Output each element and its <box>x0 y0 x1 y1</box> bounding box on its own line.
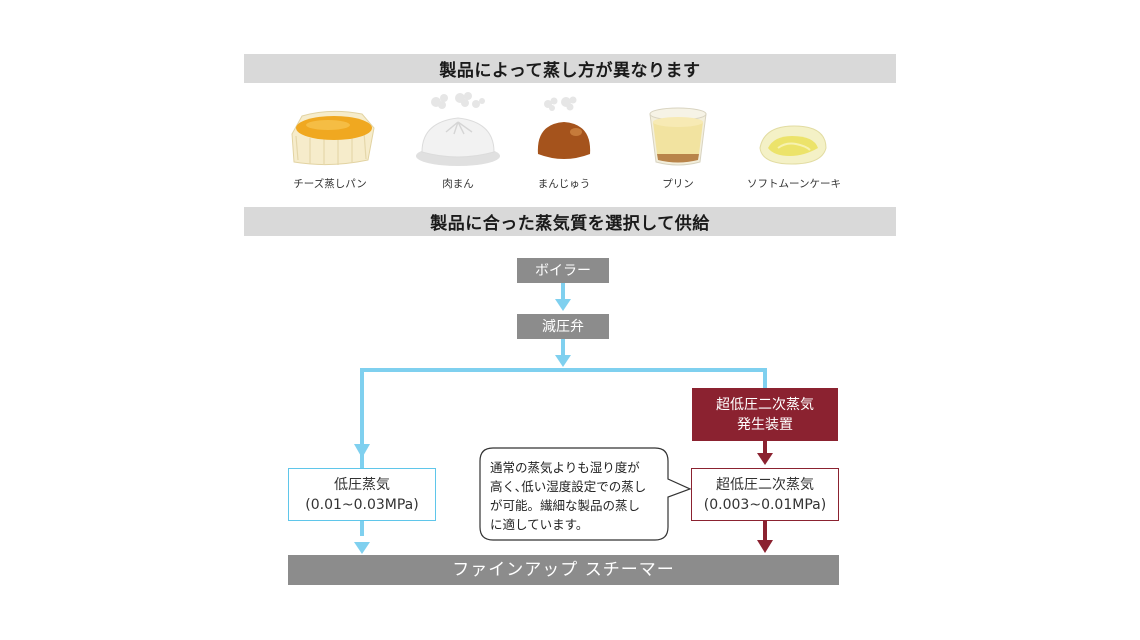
arrowhead-to-split <box>555 355 571 367</box>
low-steam-label: 低圧蒸気 <box>334 476 390 493</box>
product-meat-bun: 肉まん <box>398 92 518 192</box>
product-cheese-steamed-bread: チーズ蒸しパン <box>270 92 390 192</box>
boiler-box: ボイラー <box>517 258 609 283</box>
fineup-steamer-box: ファインアップ スチーマー <box>288 555 839 585</box>
product-manju: まんじゅう <box>504 92 624 192</box>
section-heading-steam-selection: 製品に合った蒸気質を選択して供給 <box>244 207 896 236</box>
callout-text: 通常の蒸気よりも湿り度が 高く､低い湿度設定での蒸し が可能。繊細な製品の蒸し … <box>490 458 668 534</box>
pudding-icon <box>649 107 707 166</box>
product-pudding: プリン <box>618 92 738 192</box>
ultra-steam-label: 超低圧二次蒸気 <box>716 476 814 493</box>
arrowhead-to-low-steam <box>354 444 370 458</box>
callout-line: 高く､低い湿度設定での蒸し <box>490 479 647 494</box>
callout-line: 通常の蒸気よりも湿り度が <box>490 460 640 475</box>
soft-mooncake-icon <box>759 125 827 165</box>
arrowhead-low-to-product <box>354 542 370 554</box>
boiler-label: ボイラー <box>535 262 591 279</box>
low-steam-range: (0.01~0.03MPa) <box>305 496 419 513</box>
arrowhead-to-ultra <box>757 453 773 465</box>
pressure-reducing-valve-box: 減圧弁 <box>517 314 609 339</box>
ultra-low-pressure-steam-box: 超低圧二次蒸気 (0.003~0.01MPa) <box>691 468 839 521</box>
manju-icon <box>537 96 591 159</box>
valve-label: 減圧弁 <box>542 318 584 335</box>
callout-bubble <box>479 447 692 541</box>
meat-bun-icon <box>416 92 500 166</box>
generator-label-line1: 超低圧二次蒸気 <box>716 396 814 413</box>
secondary-steam-generator-box: 超低圧二次蒸気 発生装置 <box>692 388 838 441</box>
ultra-steam-range: (0.003~0.01MPa) <box>703 496 827 513</box>
cheese-steamed-bread-icon <box>291 110 375 166</box>
product-soft-mooncake: ソフトムーンケーキ <box>734 92 854 192</box>
arrowhead-ultra-to-product <box>757 540 773 553</box>
product-label: チーズ蒸しパン <box>293 178 367 190</box>
callout-line: に適しています。 <box>490 517 589 532</box>
generator-label-line2: 発生装置 <box>737 416 793 433</box>
product-label: 肉まん <box>442 178 474 190</box>
low-pressure-steam-box: 低圧蒸気 (0.01~0.03MPa) <box>288 468 436 521</box>
callout-line: が可能。繊細な製品の蒸し <box>490 498 641 513</box>
product-label: ソフトムーンケーキ <box>747 178 841 190</box>
product-label: まんじゅう <box>537 178 591 190</box>
section-heading-steaming-methods: 製品によって蒸し方が異なります <box>244 54 896 83</box>
product-label: プリン <box>662 178 694 190</box>
arrowhead-to-valve <box>555 299 571 311</box>
product-name: ファインアップ スチーマー <box>452 560 675 580</box>
